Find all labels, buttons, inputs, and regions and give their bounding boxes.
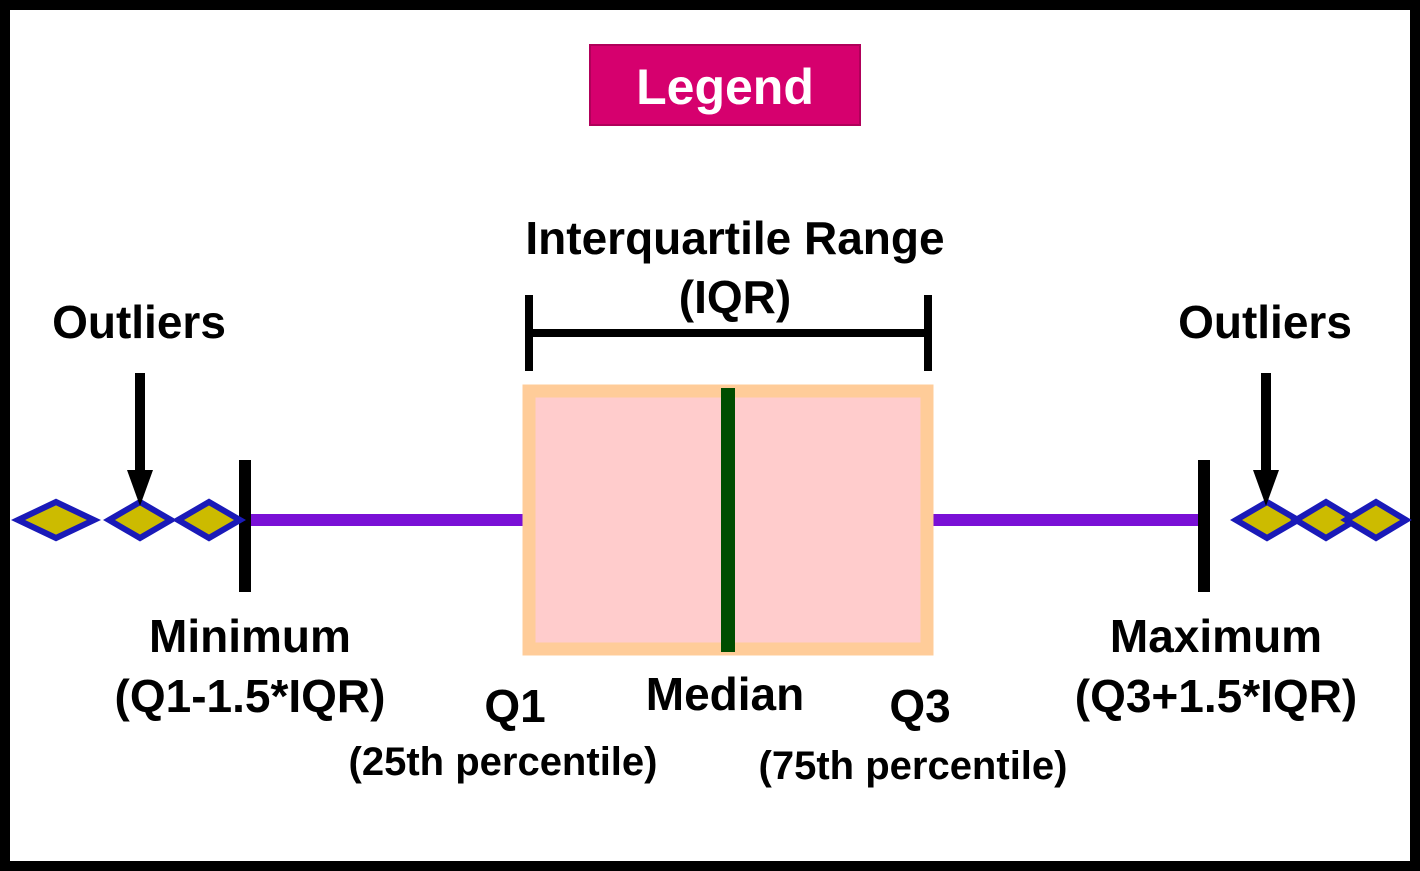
outliers-label-left: Outliers (52, 296, 226, 348)
legend-badge: Legend (589, 44, 861, 126)
outliers-label-right: Outliers (1178, 296, 1352, 348)
diamond-marker-icon (1340, 498, 1412, 542)
outlier-markers-right (1230, 498, 1412, 542)
q1-percentile-label: (25th percentile) (349, 740, 658, 784)
legend-title: Legend (636, 59, 814, 115)
iqr-label: Interquartile Range (525, 212, 944, 264)
q1-label: Q1 (484, 680, 545, 732)
maximum-label: Maximum (1110, 610, 1322, 662)
minimum-formula-label: (Q1-1.5*IQR) (115, 670, 386, 722)
q3-percentile-label: (75th percentile) (759, 744, 1068, 788)
iqr-abbreviation-label: (IQR) (679, 271, 791, 323)
arrow-down-icon (1253, 373, 1279, 506)
q3-label: Q3 (889, 680, 950, 732)
minimum-label: Minimum (149, 610, 351, 662)
diamond-marker-icon (103, 498, 177, 542)
arrow-down-icon (127, 373, 153, 506)
legend-badge-background (589, 44, 861, 126)
maximum-formula-label: (Q3+1.5*IQR) (1075, 670, 1358, 722)
diamond-marker-icon (172, 498, 246, 542)
median-label: Median (646, 668, 804, 720)
outlier-markers-left (10, 498, 246, 542)
diamond-marker-icon (10, 498, 102, 542)
iqr-bracket (525, 295, 932, 371)
